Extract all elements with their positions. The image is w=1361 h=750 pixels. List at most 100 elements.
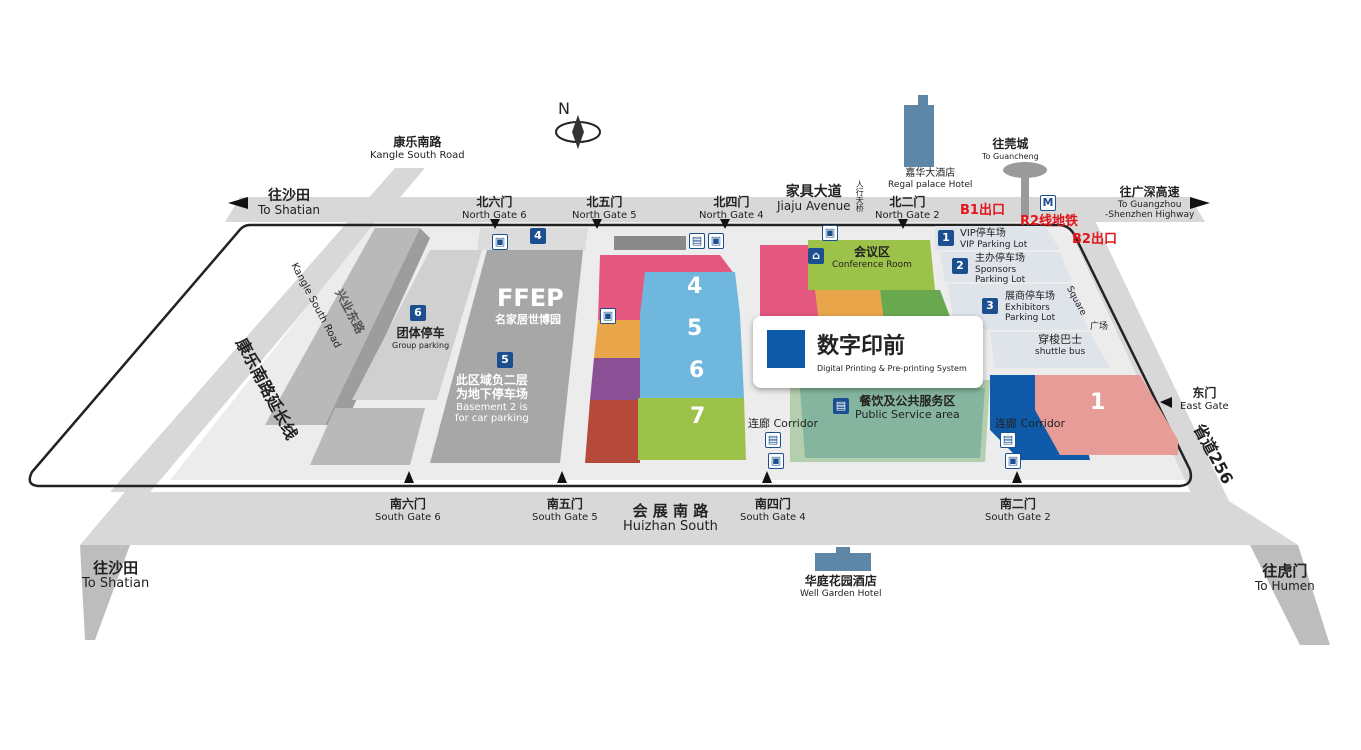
highlight-title: 数字印前 xyxy=(817,334,906,359)
to-shatian-top-en: To Shatian xyxy=(258,203,321,218)
vip-parking-en: VIP Parking Lot xyxy=(960,239,1028,250)
ffep-logo: FFEP xyxy=(497,284,564,312)
hall-6 xyxy=(640,355,744,398)
metro-b1-exit: B1出口 xyxy=(960,203,1005,218)
exhibitor-parking-en: Exhibitors Parking Lot xyxy=(1005,302,1056,323)
north-gate-6-cn: 北六门 xyxy=(476,195,513,209)
parking-icon-p5: 5 xyxy=(497,352,513,368)
hall-7 xyxy=(638,398,746,460)
metro-b2-exit: B2出口 xyxy=(1072,232,1117,247)
ffep-name-cn: 名家居世博园 xyxy=(495,313,561,326)
hall-1 xyxy=(1035,375,1178,455)
luggage-icon: ▤ xyxy=(833,398,849,414)
hall-1-number: 1 xyxy=(1090,390,1106,415)
public-service-cn: 餐饮及公共服务区 xyxy=(859,394,956,408)
public-service-en: Public Service area xyxy=(855,407,960,421)
south-gate-5-en: South Gate 5 xyxy=(532,511,598,523)
hall-6-number: 6 xyxy=(689,358,705,383)
sponsor-parking xyxy=(940,252,1072,282)
huizhan-road xyxy=(80,492,1298,545)
north-gate-6-en: North Gate 6 xyxy=(462,209,527,221)
kangle-road-label-en: Kangle South Road xyxy=(370,149,465,161)
loop-road-line xyxy=(28,223,1193,488)
to-shatian-bottom-en: To Shatian xyxy=(82,576,150,592)
hall-pink-right xyxy=(760,245,820,330)
south-gate-5-cn: 南五门 xyxy=(546,497,583,511)
jiaju-avenue-cn: 家具大道 xyxy=(785,184,842,200)
conference-en: Conference Room xyxy=(832,259,912,270)
conference-block xyxy=(808,240,935,290)
luggage-icon-north4: ▤ xyxy=(689,233,705,249)
jiaju-avenue-en: Jiaju Avenue xyxy=(777,199,851,214)
shuttle-area xyxy=(990,332,1110,368)
luggage-icon-south2: ▤ xyxy=(1000,432,1016,448)
huizhan-road-cn: 会 展 南 路 xyxy=(632,502,709,520)
top-right-arrow xyxy=(1190,197,1210,209)
metro-tower-icon xyxy=(1003,162,1047,217)
south-gate-4-en: South Gate 4 xyxy=(740,511,806,523)
kangle-road-label-cn: 康乐南路 xyxy=(393,135,442,149)
highlight-card[interactable]: 数字印前 Digital Printing & Pre-printing Sys… xyxy=(753,316,983,388)
parking-icon-p1: 1 xyxy=(938,230,954,246)
huizhan-road-en: Huizhan South xyxy=(623,519,718,535)
to-humen-en: To Humen xyxy=(1255,579,1315,594)
north-gate-2-marker xyxy=(898,219,908,229)
top-road xyxy=(225,197,1205,222)
highlight-subtitle: Digital Printing & Pre-printing System xyxy=(817,364,967,373)
to-shatian-bottom-cn: 往沙田 xyxy=(93,559,139,577)
east-gate-marker xyxy=(1160,397,1172,408)
regal-hotel-icon xyxy=(904,95,934,167)
kangle-road xyxy=(110,168,425,492)
north-gate-4-marker xyxy=(720,219,730,229)
north-gate-2-en: North Gate 2 xyxy=(875,209,940,221)
north-gate-6-marker xyxy=(490,219,500,229)
to-guangshen-cn: 往广深高速 xyxy=(1119,185,1180,199)
south-gate-4-cn: 南四门 xyxy=(754,497,791,511)
to-guangshen-en: To Guangzhou -Shenzhen Highway xyxy=(1105,199,1195,221)
to-shatian-top-cn: 往沙田 xyxy=(268,188,311,204)
group-parking-cn: 团体停车 xyxy=(396,326,445,340)
parking-icon-p3: 3 xyxy=(982,298,998,314)
hall-5 xyxy=(640,315,742,355)
south-gate-2-marker xyxy=(1012,471,1022,483)
vip-parking-cn: VIP停车场 xyxy=(960,228,1006,239)
compass-north-label: N xyxy=(558,99,570,118)
corridor-right-label: 连廊 Corridor xyxy=(995,417,1066,430)
metro-icon: M xyxy=(1040,195,1056,211)
parking-icon-p4: 4 xyxy=(530,228,546,244)
hall-4 xyxy=(640,272,740,315)
south-gate-6-en: South Gate 6 xyxy=(375,511,441,523)
regal-hotel-en: Regal palace Hotel xyxy=(888,179,973,190)
hall-orange-block xyxy=(594,320,642,358)
sponsor-parking-en: Sponsors Parking Lot xyxy=(975,264,1026,285)
south-gate-6-marker xyxy=(404,471,414,483)
north-gate-5-marker xyxy=(592,219,602,229)
basement-parking-en: Basement 2 is for car parking xyxy=(455,401,529,425)
to-guancheng-cn: 往莞城 xyxy=(992,137,1029,151)
info-icon-south4: ▣ xyxy=(768,453,784,469)
north-gate-4-en: North Gate 4 xyxy=(699,209,764,221)
south-gate-2-cn: 南二门 xyxy=(999,497,1036,511)
provincial-road xyxy=(1060,210,1250,545)
exhibitor-parking-cn: 展商停车场 xyxy=(1005,291,1055,302)
to-humen-cn: 往虎门 xyxy=(1262,562,1308,580)
hall-5-number: 5 xyxy=(687,316,703,341)
luggage-icon-south4: ▤ xyxy=(765,432,781,448)
basement-parking-cn: 此区域负二层 为地下停车场 xyxy=(455,373,528,401)
info-icon-south2: ▣ xyxy=(1005,453,1021,469)
parking-icon-p6: 6 xyxy=(410,305,426,321)
south-gate-6-cn: 南六门 xyxy=(389,497,426,511)
parking-icon-p2: 2 xyxy=(952,258,968,274)
shuttle-bus-cn: 穿梭巴士 xyxy=(1038,333,1083,346)
to-guancheng-en: To Guancheng xyxy=(982,151,1039,161)
info-icon-hall4: ▣ xyxy=(600,308,616,324)
north-gate-5-cn: 北五门 xyxy=(586,195,623,209)
pedestrian-bridge-label: 人行天桥 xyxy=(855,180,865,212)
hall-purple-block xyxy=(590,358,640,400)
conference-cn: 会议区 xyxy=(853,245,890,259)
south-gate-4-marker xyxy=(762,471,772,483)
group-parking-en: Group parking xyxy=(392,340,450,350)
parking-entry-icon-p4: ▣ xyxy=(492,234,508,250)
road-to-shatian-bottom xyxy=(80,545,130,640)
